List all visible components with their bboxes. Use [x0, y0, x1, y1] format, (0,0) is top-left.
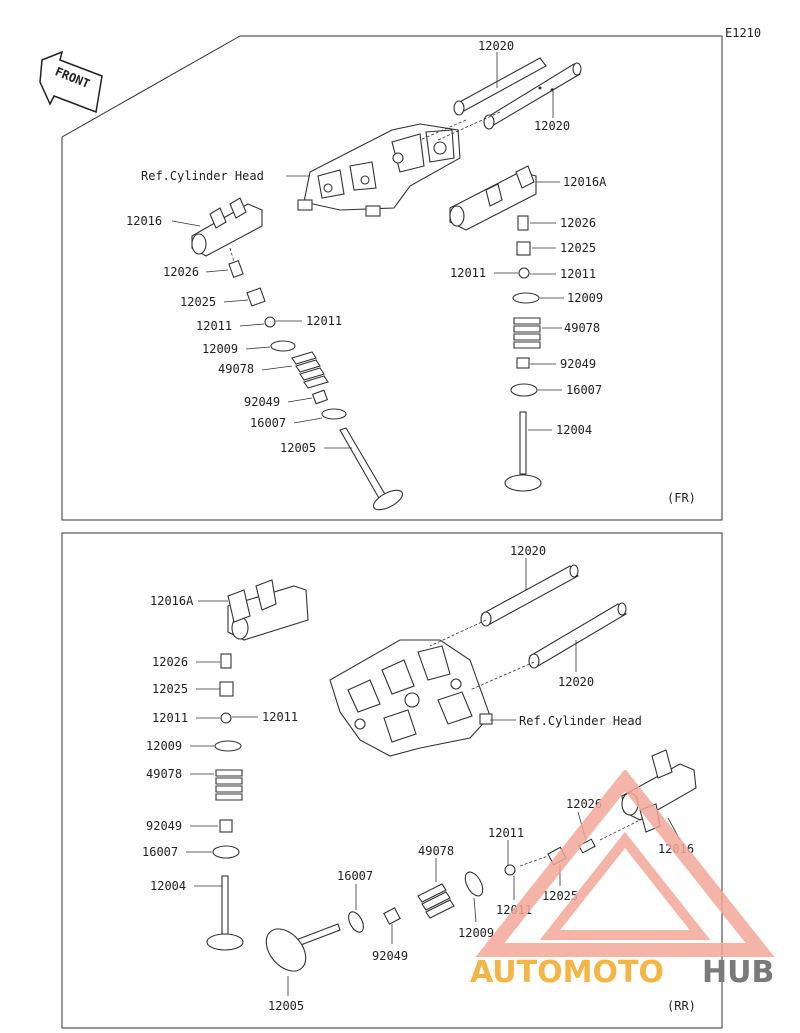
automotohub-watermark: AUTOMOTO HUB	[470, 770, 775, 990]
front-left-12025: 12025	[180, 295, 216, 309]
rear-bottom-12025: 12025	[542, 889, 578, 903]
front-view-label: (FR)	[667, 491, 696, 505]
rear-left-49078: 49078	[146, 767, 182, 781]
front-right-12026: 12026	[560, 216, 596, 230]
front-camshafts	[453, 57, 582, 130]
rear-bottom-12009: 12009	[458, 926, 494, 940]
front-12016A: 12016A	[563, 175, 607, 189]
front-right-12004: 12004	[556, 423, 592, 437]
rear-left-12025: 12025	[152, 682, 188, 696]
front-right-12011-b: 12011	[560, 267, 596, 281]
rear-camshafts	[480, 564, 627, 669]
front-left-49078: 49078	[218, 362, 254, 376]
front-left-valvetrain	[191, 197, 404, 511]
rear-12020-b: 12020	[558, 675, 594, 689]
rear-bottom-16007: 16007	[337, 869, 373, 883]
rear-12016A: 12016A	[150, 594, 194, 608]
front-right-12009: 12009	[567, 291, 603, 305]
watermark-text-left: AUTOMOTO	[470, 955, 664, 990]
front-panel-frame	[61, 35, 723, 521]
rear-left-12011-b: 12011	[262, 710, 298, 724]
front-12020-a: 12020	[478, 39, 514, 53]
front-left-92049: 92049	[244, 395, 280, 409]
front-12016: 12016	[126, 214, 162, 228]
diagram-code: E1210	[725, 26, 761, 40]
rear-bottom-92049: 92049	[372, 949, 408, 963]
rear-cylinder-head	[329, 639, 493, 757]
rear-ref-cylinder-head: Ref.Cylinder Head	[519, 714, 642, 728]
rear-left-12004: 12004	[150, 879, 186, 893]
front-left-12009: 12009	[202, 342, 238, 356]
rear-left-16007: 16007	[142, 845, 178, 859]
front-right-valvetrain	[449, 165, 542, 492]
front-arrow-icon: FRONT	[39, 50, 103, 114]
rear-left-12011-a: 12011	[152, 711, 188, 725]
front-left-12005: 12005	[280, 441, 316, 455]
rear-left-valvetrain	[206, 579, 309, 951]
front-cylinder-head	[297, 123, 461, 217]
watermark-text-right: HUB	[702, 955, 774, 990]
rear-panel-frame	[61, 532, 723, 1029]
front-right-16007: 16007	[566, 383, 602, 397]
rear-left-12026: 12026	[152, 655, 188, 669]
rear-bottom-12026: 12026	[566, 797, 602, 811]
watermark-logo-icon	[475, 770, 775, 957]
front-right-12025: 12025	[560, 241, 596, 255]
front-left-12011-a: 12011	[196, 319, 232, 333]
front-left-16007: 16007	[250, 416, 286, 430]
rear-bottom-12005: 12005	[268, 999, 304, 1013]
rear-view-label: (RR)	[667, 999, 696, 1013]
rear-left-92049: 92049	[146, 819, 182, 833]
front-ref-cylinder-head: Ref.Cylinder Head	[141, 169, 264, 183]
front-right-49078: 49078	[564, 321, 600, 335]
front-12020-b: 12020	[534, 119, 570, 133]
front-right-92049: 92049	[560, 357, 596, 371]
rear-left-12009: 12009	[146, 739, 182, 753]
rear-bottom-49078: 49078	[418, 844, 454, 858]
front-right-12011-a: 12011	[450, 266, 486, 280]
rear-12020-a: 12020	[510, 544, 546, 558]
rear-bottom-12011-a: 12011	[488, 826, 524, 840]
front-left-12026: 12026	[163, 265, 199, 279]
front-left-12011-b: 12011	[306, 314, 342, 328]
